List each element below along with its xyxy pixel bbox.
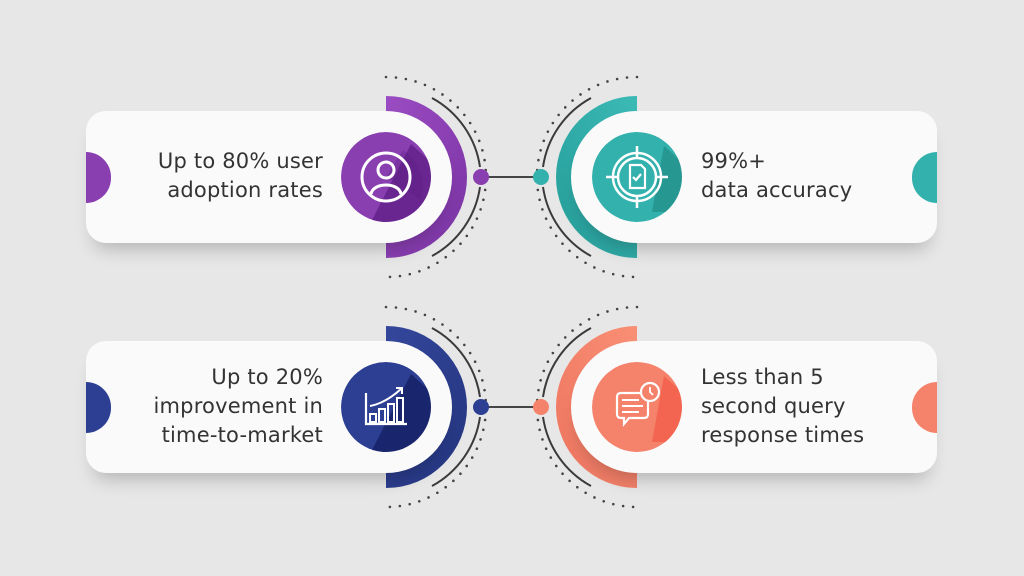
text-line: time-to-market	[161, 423, 323, 447]
text-line: Less than 5	[701, 365, 824, 389]
text-line: improvement in	[153, 394, 323, 418]
text-line: adoption rates	[167, 178, 323, 202]
coral-connector-dot	[533, 399, 549, 415]
growth-chart-icon	[341, 362, 431, 452]
target-document-icon	[592, 132, 682, 222]
purple-connector-dot	[473, 169, 489, 185]
coral-tab	[912, 382, 937, 433]
card-text: Up to 20% improvement in time-to-market	[153, 363, 323, 450]
text-line: response times	[701, 423, 865, 447]
text-line: data accuracy	[701, 178, 853, 202]
text-line: second query	[701, 394, 846, 418]
user-icon	[341, 132, 431, 222]
text-line: Up to 20%	[211, 365, 323, 389]
text-line: 99%+	[701, 149, 767, 173]
text-line: Up to 80% user	[157, 149, 323, 173]
teal-connector-dot	[533, 169, 549, 185]
navy-tab	[86, 382, 111, 433]
chat-clock-icon	[592, 362, 682, 452]
card-text: Up to 80% user adoption rates	[158, 147, 323, 205]
card-text: Less than 5 second query response times	[701, 363, 864, 450]
purple-tab	[86, 152, 111, 203]
navy-connector-dot	[473, 399, 489, 415]
card-text: 99%+ data accuracy	[701, 147, 852, 205]
teal-tab	[912, 152, 937, 203]
